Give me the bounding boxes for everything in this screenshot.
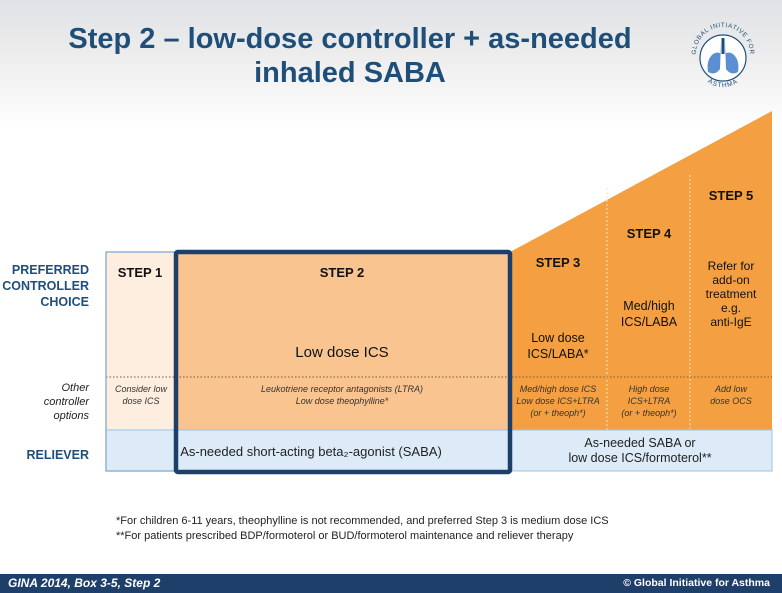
step-5-preferred-4: e.g. bbox=[721, 301, 741, 315]
step-5-label: STEP 5 bbox=[709, 188, 754, 203]
footer-bar: GINA 2014, Box 3-5, Step 2 © Global Init… bbox=[0, 574, 782, 593]
step-3-5-fill bbox=[510, 111, 772, 430]
step-4-other-3: (or + theoph*) bbox=[621, 408, 676, 418]
step-5-other-2: dose OCS bbox=[710, 396, 752, 406]
title-line-1: Step 2 – low-dose controller + as-needed bbox=[68, 23, 632, 55]
gina-logo: GLOBAL INITIATIVE FOR ASTHMA bbox=[691, 22, 755, 90]
step-5-preferred-3: treatment bbox=[706, 287, 757, 301]
footer-source: GINA 2014, Box 3-5, Step 2 bbox=[8, 576, 161, 590]
step-4-other-1: High dose bbox=[629, 384, 670, 394]
step-2-highlight-frame bbox=[173, 249, 513, 475]
reliever-left: As-needed short-acting beta₂-agonist (SA… bbox=[180, 444, 442, 459]
step-5-preferred-2: add-on bbox=[712, 273, 749, 287]
step-5-other-1: Add low bbox=[714, 384, 748, 394]
step-1-fill bbox=[106, 252, 176, 430]
footnote-2: **For patients prescribed BDP/formoterol… bbox=[116, 530, 574, 542]
reliever-right-1: As-needed SABA or bbox=[584, 436, 695, 450]
step-2-label: STEP 2 bbox=[320, 265, 365, 280]
step-4-preferred-1: Med/high bbox=[623, 299, 674, 313]
lungs-icon bbox=[707, 38, 739, 74]
step-2-other-2: Low dose theophylline* bbox=[296, 396, 389, 406]
step-5-preferred-1: Refer for bbox=[708, 259, 755, 273]
step-3-preferred-2: ICS/LABA* bbox=[527, 347, 588, 361]
reliever-right-2: low dose ICS/formoterol** bbox=[568, 451, 711, 465]
step-2-preferred: Low dose ICS bbox=[295, 344, 388, 361]
row-label-preferred-1: PREFERRED bbox=[11, 263, 89, 277]
row-label-other: Other controller options bbox=[9, 381, 89, 423]
row-label-other-2: controller bbox=[43, 396, 89, 408]
step-1-other-1: Consider low bbox=[115, 384, 168, 394]
svg-text:ASTHMA: ASTHMA bbox=[706, 78, 739, 90]
title-line-2: inhaled SABA bbox=[254, 57, 446, 89]
reliever-row bbox=[105, 429, 773, 472]
header-band bbox=[0, 0, 782, 128]
page-title: Step 2 – low-dose controller + as-needed… bbox=[40, 22, 660, 90]
row-label-preferred-3: CHOICE bbox=[40, 295, 89, 309]
step-4-label: STEP 4 bbox=[627, 226, 672, 241]
row-label-other-3: options bbox=[53, 410, 89, 422]
step-5-preferred-5: anti-IgE bbox=[710, 315, 751, 329]
step-1-other-2: dose ICS bbox=[122, 396, 159, 406]
footer-copyright: © Global Initiative for Asthma bbox=[623, 577, 770, 589]
logo-text-bottom: ASTHMA bbox=[706, 78, 738, 90]
step-3-other-1: Med/high dose ICS bbox=[520, 384, 597, 394]
step-4-other-2: ICS+LTRA bbox=[628, 396, 671, 406]
step-3-label: STEP 3 bbox=[536, 255, 581, 270]
step-3-other-3: (or + theoph*) bbox=[530, 408, 585, 418]
row-label-reliever: RELIEVER bbox=[26, 448, 89, 462]
footnote-1: *For children 6-11 years, theophylline i… bbox=[116, 515, 609, 527]
step-1-label: STEP 1 bbox=[118, 265, 163, 280]
row-label-preferred: PREFERRED CONTROLLER CHOICE bbox=[2, 262, 89, 310]
step-4-preferred-2: ICS/LABA bbox=[621, 315, 678, 329]
step-2-fill bbox=[176, 252, 510, 430]
step-2-other-1: Leukotriene receptor antagonists (LTRA) bbox=[261, 384, 423, 394]
row-label-other-1: Other bbox=[61, 382, 89, 394]
step-3-preferred-1: Low dose bbox=[531, 331, 585, 345]
row-label-preferred-2: CONTROLLER bbox=[2, 279, 89, 293]
step-3-other-2: Low dose ICS+LTRA bbox=[516, 396, 600, 406]
